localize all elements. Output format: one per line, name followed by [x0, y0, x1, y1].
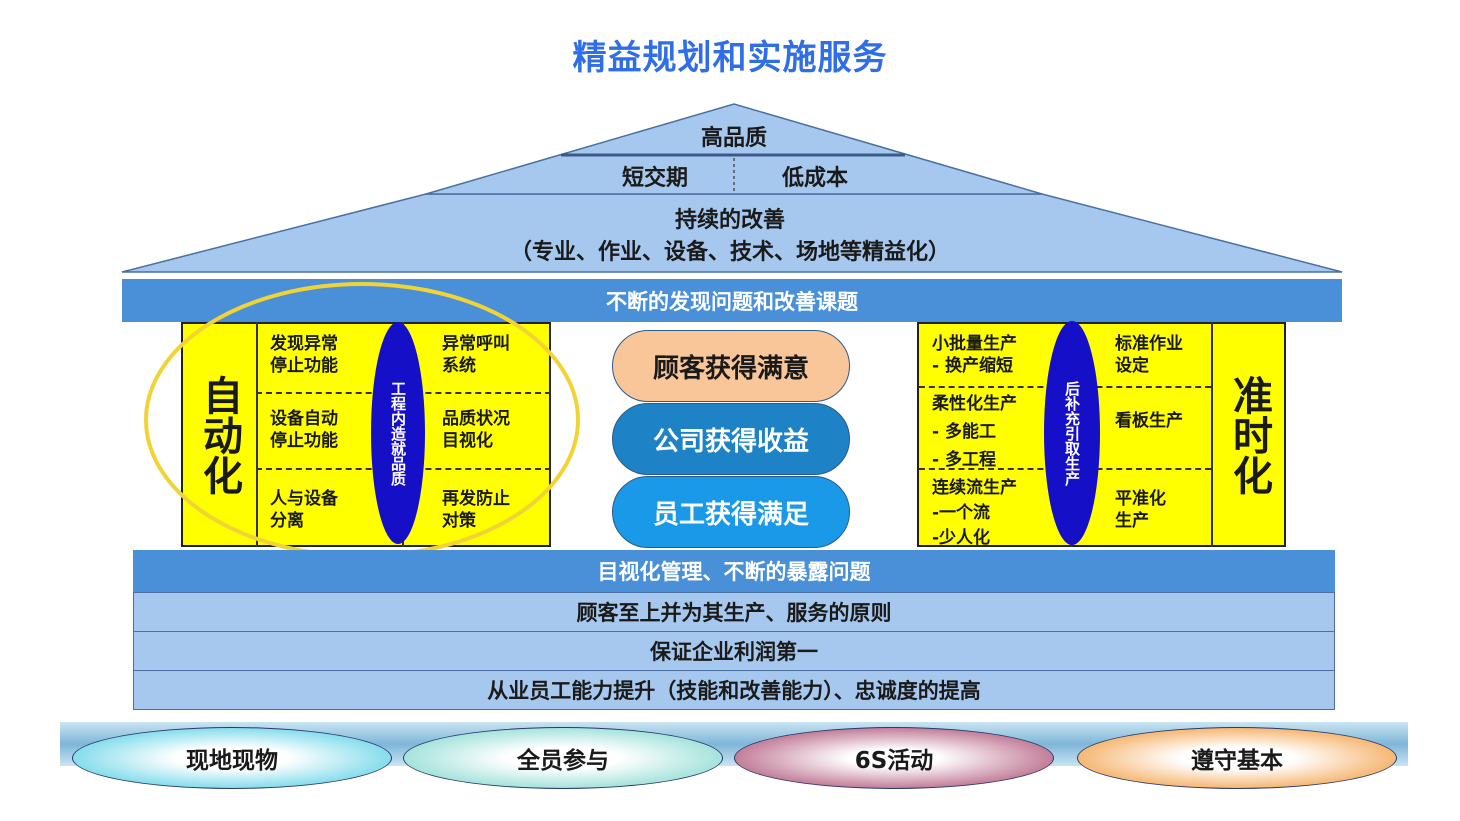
- left-pillar-divider: [256, 322, 258, 547]
- foundation-bar-2: 顾客至上并为其生产、服务的原则: [133, 592, 1335, 632]
- base-oval-6s: 6S活动: [734, 727, 1054, 789]
- right-pillar-divider: [1211, 322, 1213, 547]
- foundation-bar-3: 保证企业利润第一: [133, 631, 1335, 671]
- left-cell-4: 品质状况目视化: [442, 409, 510, 451]
- left-cell-5: 人与设备分离: [270, 489, 338, 531]
- roof-left-label: 短交期: [621, 166, 688, 191]
- base-oval-basics: 遵守基本: [1077, 727, 1397, 789]
- right-right-cell-2: 看板生产: [1115, 411, 1183, 431]
- right-pillar-big-label: 准时化: [1226, 375, 1272, 495]
- foundation-bar-1: 目视化管理、不断的暴露问题: [133, 550, 1335, 592]
- right-left-cell-2: 柔性化生产- 多能工- 多工程: [932, 394, 1017, 470]
- pill-employee: 员工获得满足: [612, 476, 850, 548]
- right-pillar: [917, 322, 1286, 547]
- left-cell-1: 发现异常停止功能: [270, 334, 338, 376]
- base-oval-participation: 全员参与: [403, 727, 723, 789]
- left-pillar: [181, 322, 551, 547]
- left-pillar-oval: 工程内造就品质: [371, 322, 425, 544]
- foundation-bar-4: 从业员工能力提升（技能和改善能力）、忠诚度的提高: [133, 670, 1335, 710]
- left-cell-2: 异常呼叫系统: [442, 334, 510, 376]
- left-cell-6: 再发防止对策: [442, 489, 510, 531]
- right-pillar-oval: 后补充引取生产: [1044, 321, 1100, 545]
- roof-main-line1: 持续的改善: [674, 208, 785, 233]
- base-oval-genba: 现地现物: [72, 727, 392, 789]
- pill-company: 公司获得收益: [612, 403, 850, 475]
- right-right-cell-3: 平准化生产: [1115, 489, 1166, 531]
- roof-main-line2: （专业、作业、设备、技术、场地等精益化）: [509, 240, 950, 265]
- page-title: 精益规划和实施服务: [572, 37, 888, 78]
- right-left-cell-3: 连续流生产-一个流-少人化: [932, 478, 1017, 548]
- left-pillar-big-label: 自动化: [196, 375, 242, 495]
- pill-customer: 顾客获得满意: [612, 330, 850, 402]
- left-cell-3: 设备自动停止功能: [270, 409, 338, 451]
- right-left-cell-1: 小批量生产- 换产缩短: [932, 334, 1017, 376]
- right-right-cell-1: 标准作业设定: [1115, 334, 1183, 376]
- roof-top-label: 高品质: [700, 126, 767, 151]
- highlight-ellipse: [144, 282, 580, 558]
- roof-right-label: 低成本: [781, 166, 848, 191]
